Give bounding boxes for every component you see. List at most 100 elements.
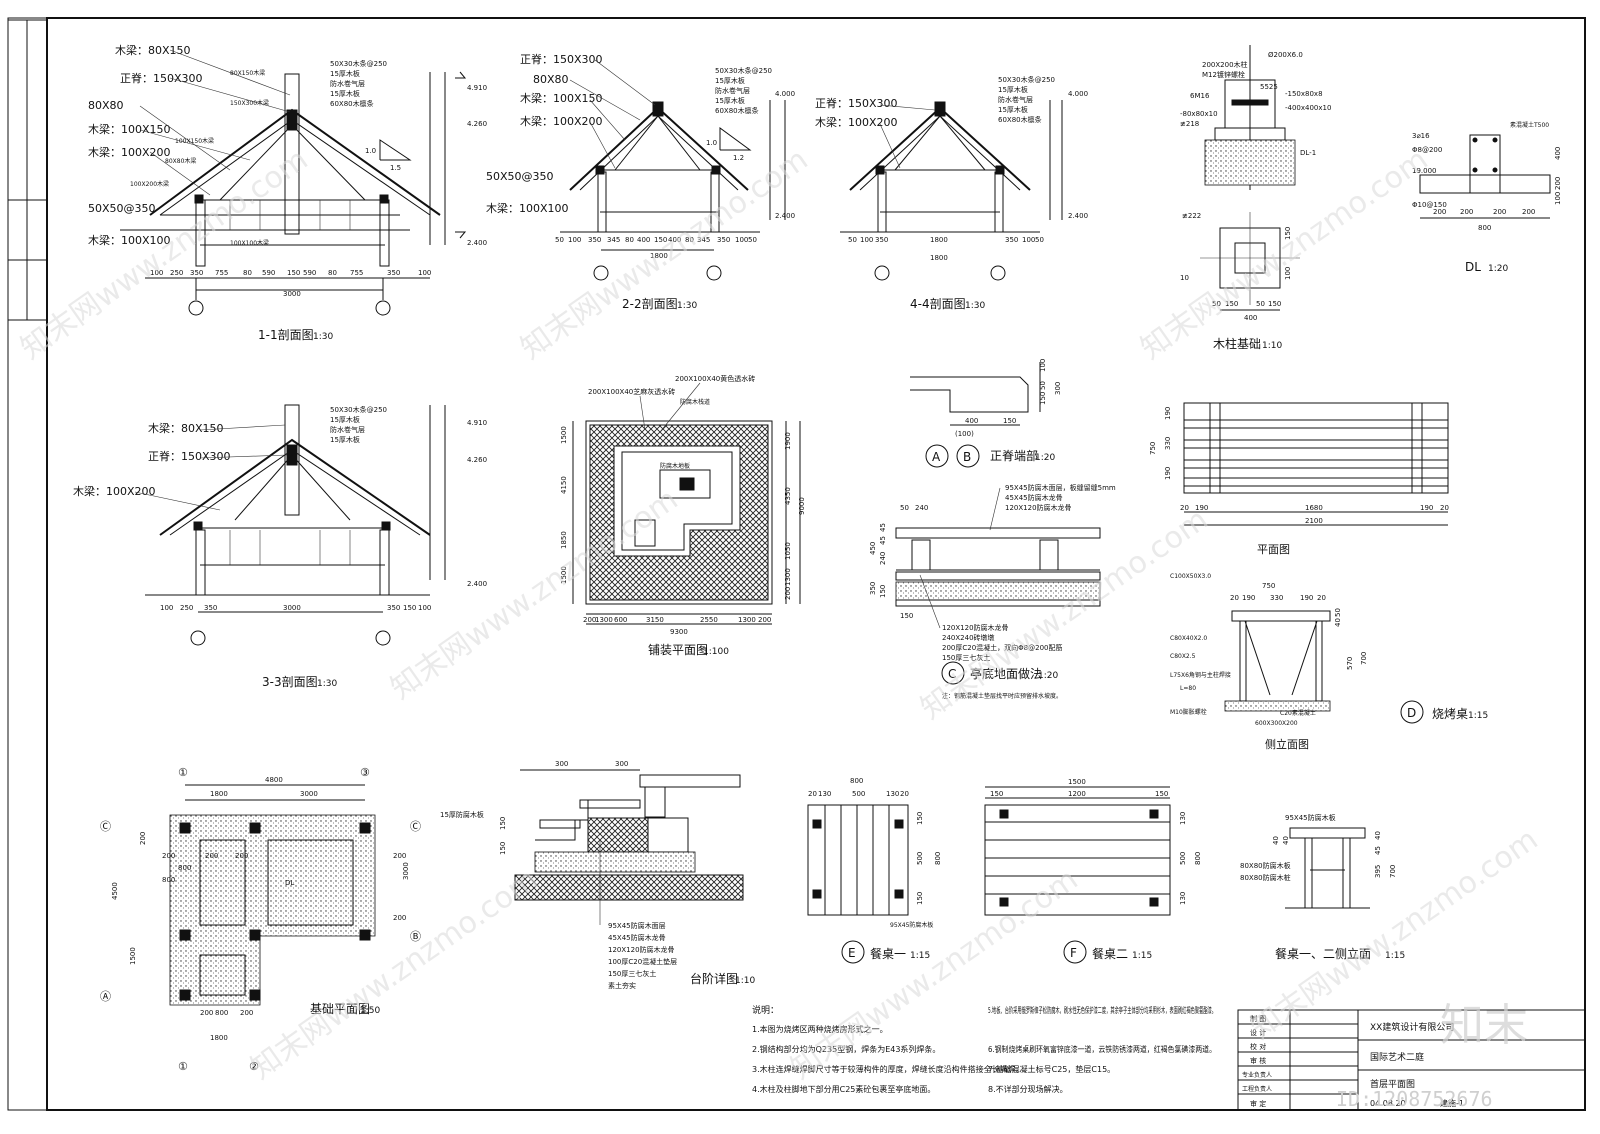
pave-dim-5: 1300 [738,616,756,624]
dim-4-4-5: 100 [1022,236,1035,244]
label-2-2-beam-100x100: 木梁：100X100 [486,201,569,215]
dim-2-2-7: 400 [668,236,681,244]
scale-ridge: 1:20 [1035,453,1055,463]
paving-label-gray: 200X100X40芝麻灰透水砖 [588,387,675,396]
dim-3-3-0: 100 [160,604,173,612]
layer-0: 50X30木条@250 [330,59,387,68]
tb-row-6: 审 定 [1250,1099,1266,1108]
axis-3-top: ③ [360,766,370,779]
small-label-0: 80X150木梁 [230,69,265,77]
bbq-side-dim-1: 20 [1230,594,1239,602]
label-2-2-50x50: 50X50@350 [486,170,554,183]
scale-paving: 1:100 [703,647,729,657]
dim-3-3-1: 250 [180,604,193,612]
title-table-f: 餐桌二 [1092,946,1128,961]
notes: 说明： 1.本图为烧烤区两种烧烤房形式之一。 2.钢结构部分均为Q235型钢，焊… [752,1004,1216,1094]
tb-row-1: 设 计 [1250,1028,1266,1037]
tb-row-0: 制 图 [1250,1014,1266,1023]
small-label-1: 150X300木梁 [230,99,269,107]
dl-label-3: Φ10@150 [1412,201,1447,209]
tb-row-2: 校 对 [1250,1042,1266,1051]
step-dim-0: 300 [555,760,568,768]
bbq-plan-title: 平面图 [1257,543,1290,556]
footing-dim-2: 50 [1256,300,1265,308]
pave-dim-8: 1500 [560,426,568,444]
dim-2-2-1: 100 [568,236,581,244]
pave-dim-14: 1050 [784,542,792,560]
tE-dim-6: 150 [916,812,924,825]
bbq-label-0: C100X50X3.0 [1170,573,1211,580]
pave-dim-9: 4150 [560,476,568,494]
note-2: 2.钢结构部分均为Q235型钢，焊条为E43系列焊条。 [752,1044,940,1054]
dim-1-1-11: 100 [418,269,431,277]
elev-4-4-2400: 2.400 [1068,212,1088,220]
bbq-side-dim-0: 750 [1262,582,1275,590]
title-1-1: 1-1剖面图 [258,328,314,342]
scale-4-4: 1:30 [965,301,985,311]
dim-2-2-0: 50 [555,236,564,244]
scale-footing: 1:10 [1262,341,1282,351]
scale-pavilion: 1:20 [1038,671,1058,681]
elev-4-4-4000: 4.000 [1068,90,1088,98]
bbq-side-dim-2: 190 [1242,594,1255,602]
dim-4-4-1: 100 [860,236,873,244]
pave-dim-total-h: 9000 [798,497,806,515]
tE-dim-2: 130 [818,790,831,798]
scale-table-f: 1:15 [1132,951,1152,961]
pav-dim-7: 350 [869,582,877,595]
bbq-dim-9: 2100 [1305,517,1323,525]
fnd-dim-3: 200 [139,832,147,845]
ridge-dim-1: 150 [1003,417,1016,425]
footing-label-5: DL-1 [1300,149,1316,157]
fnd-dim-16: 200 [240,1009,253,1017]
tside-label-1: 80X80防腐木板 [1240,861,1291,870]
dim-2-2-11: 100 [735,236,748,244]
pav-layer-1: 45X45防腐木龙骨 [1005,493,1063,502]
dim-2-2-4: 80 [625,236,634,244]
small-label-2: 100X150木梁 [175,137,214,145]
pave-dim-3: 3150 [646,616,664,624]
pav-dim-5: 240 [879,552,887,565]
tside-dim-0: 40 [1272,836,1280,845]
axis-1-bottom: ① [178,1060,188,1073]
ridge-dim-6: 300 [1054,382,1062,395]
dim-1-1-3: 755 [215,269,228,277]
dim-2-2-8: 80 [685,236,694,244]
tside-label-0: 95X45防腐木板 [1285,813,1336,822]
label-3-3-beam-100x200: 木梁：100X200 [73,484,156,498]
footing-dim-0: 50 [1212,300,1221,308]
dim-1-1-9: 755 [350,269,363,277]
dim-2-2-10: 350 [717,236,730,244]
title-block: 制 图 设 计 校 对 审 核 专业负责人 工程负责人 审 定 XX建筑设计有限… [1237,1009,1586,1111]
step-label-0: 15厚防腐木板 [440,810,484,819]
layer-4-4-1: 15厚木板 [998,85,1028,94]
tF-dim-1: 150 [990,790,1003,798]
layer-2: 防水卷气层 [330,79,365,88]
layer-3-3-3: 15厚木板 [330,435,360,444]
tside-dim-1: 40 [1282,836,1290,845]
label-2-2-beam-100x200: 木梁：100X200 [520,114,603,128]
bbq-label-7: 600X300X200 [1255,720,1298,727]
pav-mark-c: C [948,667,956,681]
label-3-3-ridge: 正脊：150X300 [148,449,231,463]
dl-label-0: 3⌀16 [1412,132,1430,140]
title-foundation: 基础平面图 [310,1002,370,1016]
fnd-dim-1: 4800 [265,776,283,784]
bbq-side-dim-5: 20 [1317,594,1326,602]
bbq-dim-1: 330 [1164,437,1172,450]
small-label-5: 100X100木梁 [230,239,269,247]
layer-1: 15厚木板 [330,69,360,78]
axis-b-right: Ⓑ [410,930,421,943]
tE-dim-8: 150 [916,892,924,905]
pave-dim-15: 1300 [784,568,792,586]
dl-dim-0: 200 [1433,208,1446,216]
pav-layer-5: 200厚C20混凝土，双向Φ8@200配筋 [942,643,1062,652]
bbq-mark-d: D [1407,706,1416,720]
step-label-5: 150厚三七灰土 [608,969,656,978]
ridge-dim-0: 400 [965,417,978,425]
watermark-4: 知末网www.znzmo.com [915,502,1215,727]
pav-dim-8: 150 [900,612,913,620]
scale-2-2: 1:30 [677,301,697,311]
label-ridge: 正脊：150X300 [120,71,203,85]
